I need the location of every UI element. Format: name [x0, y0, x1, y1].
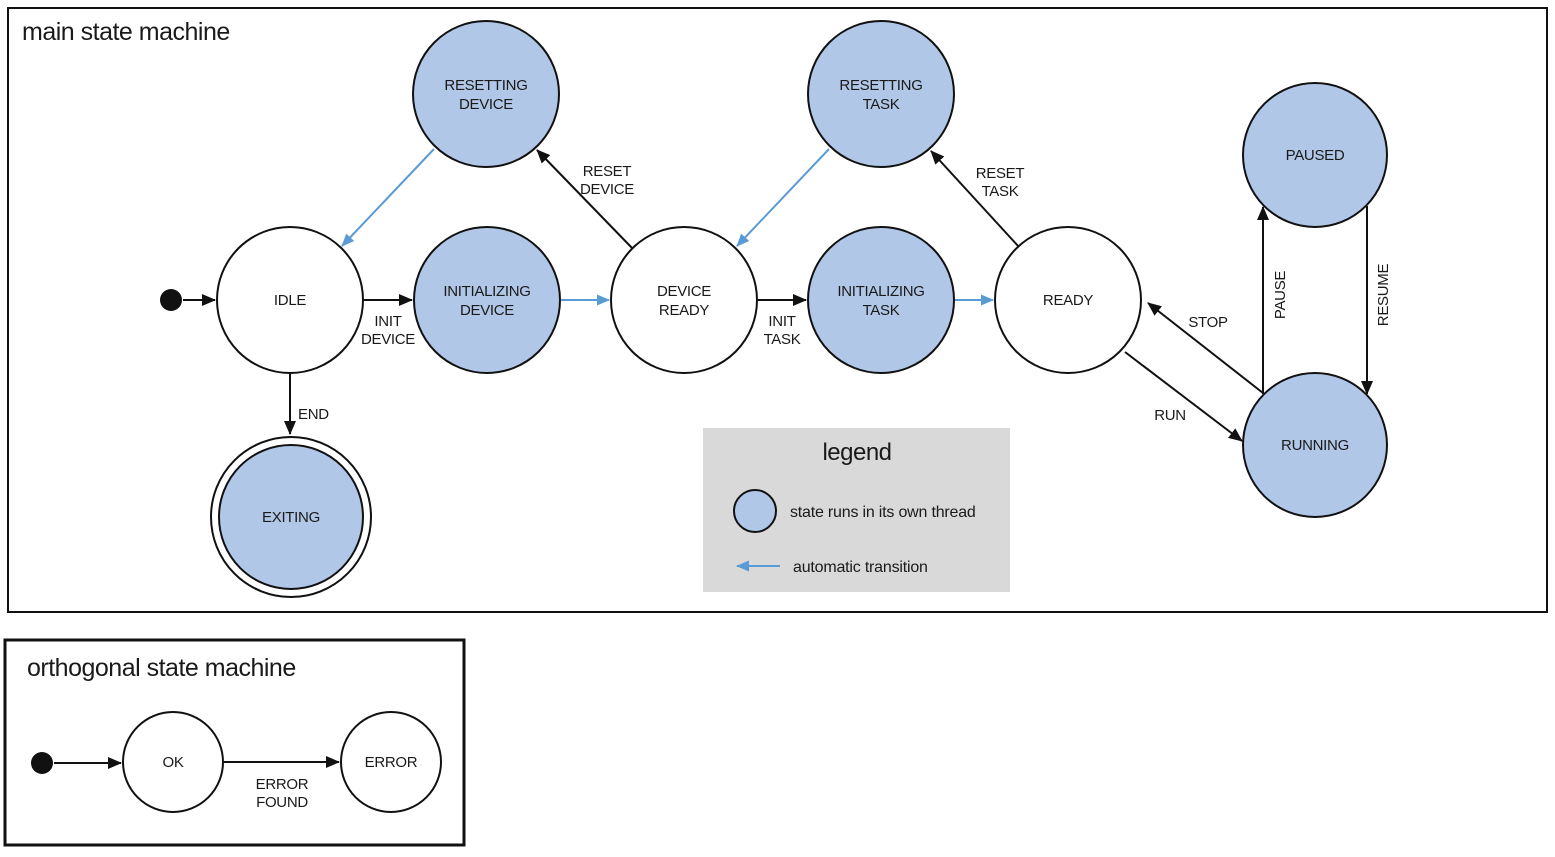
state-exiting-final: EXITING	[210, 436, 372, 598]
state-resetting-task: RESETTING TASK	[807, 20, 955, 168]
state-label-device-ready-line1: DEVICE	[657, 283, 711, 300]
transition-label-run: RUN	[1154, 407, 1186, 424]
orthogonal-state-machine-group: orthogonal state machine ERROR FOUND OK …	[3, 638, 466, 847]
state-label-resetting-device-line2: DEVICE	[459, 96, 513, 113]
transition-label-end: END	[298, 406, 329, 423]
transition-label-init-device-line2: DEVICE	[361, 331, 415, 348]
state-label-device-ready-line2: READY	[659, 302, 709, 319]
state-resetting-device: RESETTING DEVICE	[412, 20, 560, 168]
transition-label-error-found-line1: ERROR	[256, 776, 309, 793]
transition-label-resume: RESUME	[1375, 264, 1392, 327]
state-circle-ok	[122, 711, 224, 813]
state-device-ready: DEVICE READY	[610, 226, 758, 374]
state-initializing-device: INITIALIZING DEVICE	[413, 226, 561, 374]
state-label-initializing-task-line1: INITIALIZING	[837, 283, 924, 300]
state-label-paused: PAUSED	[1286, 147, 1345, 164]
state-circle-initializing-device	[413, 226, 561, 374]
state-circle-device-ready	[610, 226, 758, 374]
main-state-machine-title: main state machine	[22, 18, 230, 46]
transition-label-error-found-line2: FOUND	[256, 794, 308, 811]
legend-auto-transition-label: automatic transition	[793, 559, 928, 576]
auto-transition-resetting-device-to-idle	[341, 148, 435, 247]
state-label-resetting-task-line2: TASK	[863, 96, 900, 113]
legend-thread-state-label: state runs in its own thread	[790, 504, 976, 521]
state-label-running: RUNNING	[1281, 437, 1349, 454]
state-circle-idle	[216, 226, 364, 374]
state-paused: PAUSED	[1242, 82, 1388, 228]
state-circle-error	[340, 711, 442, 813]
state-label-resetting-task-line1: RESETTING	[839, 77, 922, 94]
transition-label-init-device-line1: INIT	[374, 313, 401, 330]
initial-state-dot	[160, 289, 182, 311]
main-state-machine-group: main state machine INIT DEVICE INIT TASK…	[7, 7, 1548, 613]
state-label-ready: READY	[1043, 292, 1093, 309]
orthogonal-state-machine-title: orthogonal state machine	[27, 654, 296, 682]
state-ok: OK	[122, 711, 224, 813]
legend-title: legend	[822, 439, 891, 466]
state-circle-running	[1242, 372, 1388, 518]
state-initializing-task: INITIALIZING TASK	[807, 226, 955, 374]
transition-reset-device	[536, 149, 634, 250]
state-label-initializing-device-line1: INITIALIZING	[443, 283, 530, 300]
state-label-idle: IDLE	[274, 292, 306, 309]
state-error: ERROR	[340, 711, 442, 813]
state-circle-resetting-device	[412, 20, 560, 168]
transition-label-reset-device-line1: RESET	[583, 163, 632, 180]
transition-stop	[1147, 302, 1264, 394]
transition-label-stop: STOP	[1188, 314, 1228, 331]
state-idle: IDLE	[216, 226, 364, 374]
state-label-error: ERROR	[365, 754, 418, 771]
state-label-initializing-task-line2: TASK	[863, 302, 900, 319]
state-ready: READY	[994, 226, 1142, 374]
legend-thread-state-icon	[733, 489, 777, 533]
state-circle-resetting-task	[807, 20, 955, 168]
state-circle-paused	[1242, 82, 1388, 228]
transition-run	[1124, 351, 1243, 442]
transition-label-pause: PAUSE	[1272, 271, 1289, 320]
state-circle-ready	[994, 226, 1142, 374]
state-running: RUNNING	[1242, 372, 1388, 518]
auto-transition-resetting-task-to-device-ready	[736, 148, 830, 247]
state-circle-exiting-inner	[218, 444, 364, 590]
legend: legend state runs in its own thread auto…	[703, 428, 1010, 592]
orthogonal-initial-state-dot	[31, 752, 53, 774]
transition-reset-task	[930, 150, 1020, 248]
state-label-ok: OK	[162, 754, 183, 771]
state-label-initializing-device-line2: DEVICE	[460, 302, 514, 319]
transition-label-reset-task-line1: RESET	[976, 165, 1025, 182]
state-label-exiting: EXITING	[262, 509, 320, 526]
transition-label-init-task-line2: TASK	[764, 331, 801, 348]
transition-label-reset-device-line2: DEVICE	[580, 181, 634, 198]
transition-label-init-task-line1: INIT	[768, 313, 795, 330]
transition-label-reset-task-line2: TASK	[982, 183, 1019, 200]
state-circle-initializing-task	[807, 226, 955, 374]
state-label-resetting-device-line1: RESETTING	[444, 77, 527, 94]
